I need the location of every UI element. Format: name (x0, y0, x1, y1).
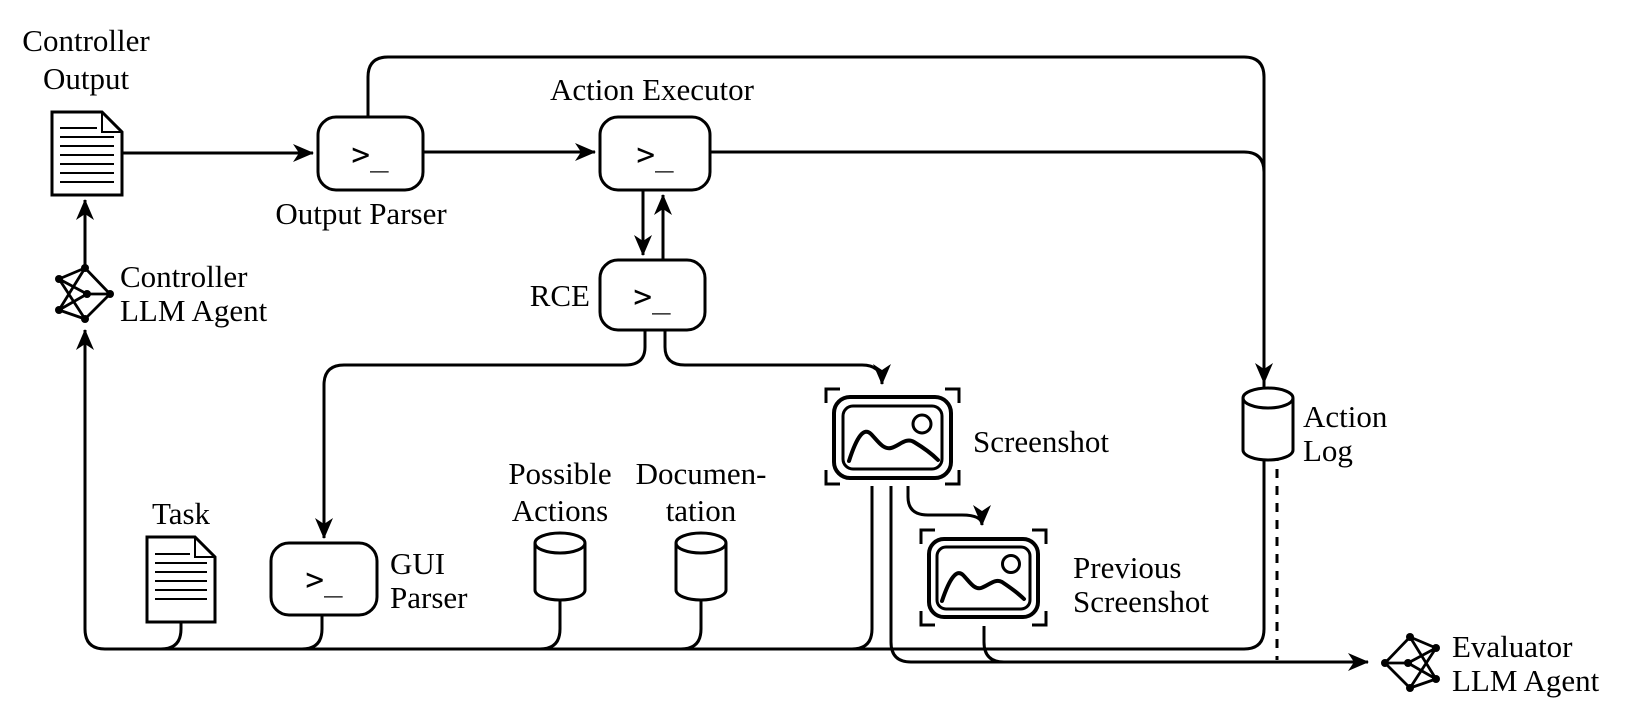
image-icon (927, 537, 1040, 619)
controller-output-node (50, 110, 124, 197)
previous-screenshot-node (919, 528, 1048, 627)
edge-output-parser-to-action-log (366, 55, 1273, 384)
terminal-icon-rce (598, 258, 707, 332)
terminal-icon-gui-parser (269, 541, 379, 617)
terminal-prompt-glyph-output-parser: >_ (351, 137, 389, 173)
controller-agent-label-line2: LLM Agent (120, 293, 268, 328)
possible-actions-label-line2: Actions (512, 493, 608, 528)
documentation-label-line1: Documen- (636, 456, 767, 491)
terminal-icon-output-parser (316, 115, 425, 192)
action-log-label-line2: Log (1303, 433, 1353, 468)
edge-rce-to-gui-parser (315, 330, 647, 539)
document-lines (60, 127, 114, 183)
crop-brackets (919, 528, 1048, 627)
document-fold (101, 112, 122, 133)
action-log-node (1241, 386, 1295, 462)
document-lines (155, 553, 207, 600)
image-mountains (847, 429, 940, 463)
previous-screenshot-label-line1: Previous (1073, 550, 1182, 585)
gui-parser-label-line2: Parser (390, 580, 468, 615)
output-parser-label: Output Parser (275, 196, 447, 231)
edge-documentation-to-controller-bus (680, 600, 703, 651)
task-node (145, 535, 217, 624)
possible-actions-label-line1: Possible (508, 456, 611, 491)
edge-screenshot-to-controller-bus (851, 486, 874, 651)
controller-output-label-line1: Controller (22, 23, 150, 58)
image-sun (1001, 554, 1021, 574)
terminal-prompt-glyph-gui-parser: >_ (305, 562, 343, 598)
terminal-prompt-glyph-action-executor: >_ (636, 137, 674, 173)
screenshot-node (824, 387, 961, 486)
image-sun (911, 413, 933, 435)
task-label: Task (152, 496, 211, 531)
edge-previous-screenshot-to-evaluator-bus (982, 626, 1005, 664)
controller-output-label-line2: Output (43, 61, 130, 96)
llm-agent-icon-evaluator (1379, 631, 1442, 694)
rce-label: RCE (530, 278, 590, 313)
database-top (1241, 386, 1295, 410)
labels: Controller Output Output Parser Action E… (22, 23, 1599, 698)
document-fold (194, 537, 215, 558)
database-icon (533, 543, 587, 602)
evaluator-agent-label-line1: Evaluator (1452, 629, 1573, 664)
image-inner-frame (841, 404, 944, 471)
image-icon (832, 395, 953, 480)
documentation-label-line2: tation (666, 493, 737, 528)
screenshot-label: Screenshot (973, 424, 1109, 459)
edge-action-executor-to-controller-agent (76, 150, 1266, 651)
database-icon (1241, 398, 1295, 462)
edge-possible-actions-to-controller-bus (539, 600, 562, 651)
edge-evaluator-bus (889, 486, 1369, 671)
controller-agent-label-line1: Controller (120, 259, 248, 294)
node-shapes (50, 110, 1442, 694)
image-inner-frame (935, 545, 1032, 611)
edge-screenshot-to-previous-screenshot (906, 486, 991, 526)
database-top (533, 531, 587, 555)
action-log-label-line1: Action (1303, 399, 1388, 434)
edge-gui-parser-to-controller-bus (301, 615, 324, 651)
previous-screenshot-label-line2: Screenshot (1073, 584, 1209, 619)
llm-agent-icon-controller (53, 262, 116, 325)
database-top (674, 531, 728, 555)
document-icon (145, 535, 217, 624)
gui-parser-label-line1: GUI (390, 546, 445, 581)
edge-rce-to-screenshot (663, 330, 891, 385)
documentation-node (674, 531, 728, 602)
possible-actions-node (533, 531, 587, 602)
action-executor-label: Action Executor (550, 72, 755, 107)
terminal-prompt-glyph-rce: >_ (633, 279, 671, 315)
terminal-icon-action-executor (598, 115, 712, 192)
database-icon (674, 543, 728, 602)
evaluator-agent-label-line2: LLM Agent (1452, 663, 1600, 698)
image-mountains (940, 571, 1026, 603)
edges (76, 55, 1369, 671)
edge-task-to-controller-bus (160, 622, 183, 651)
crop-brackets (824, 387, 961, 486)
